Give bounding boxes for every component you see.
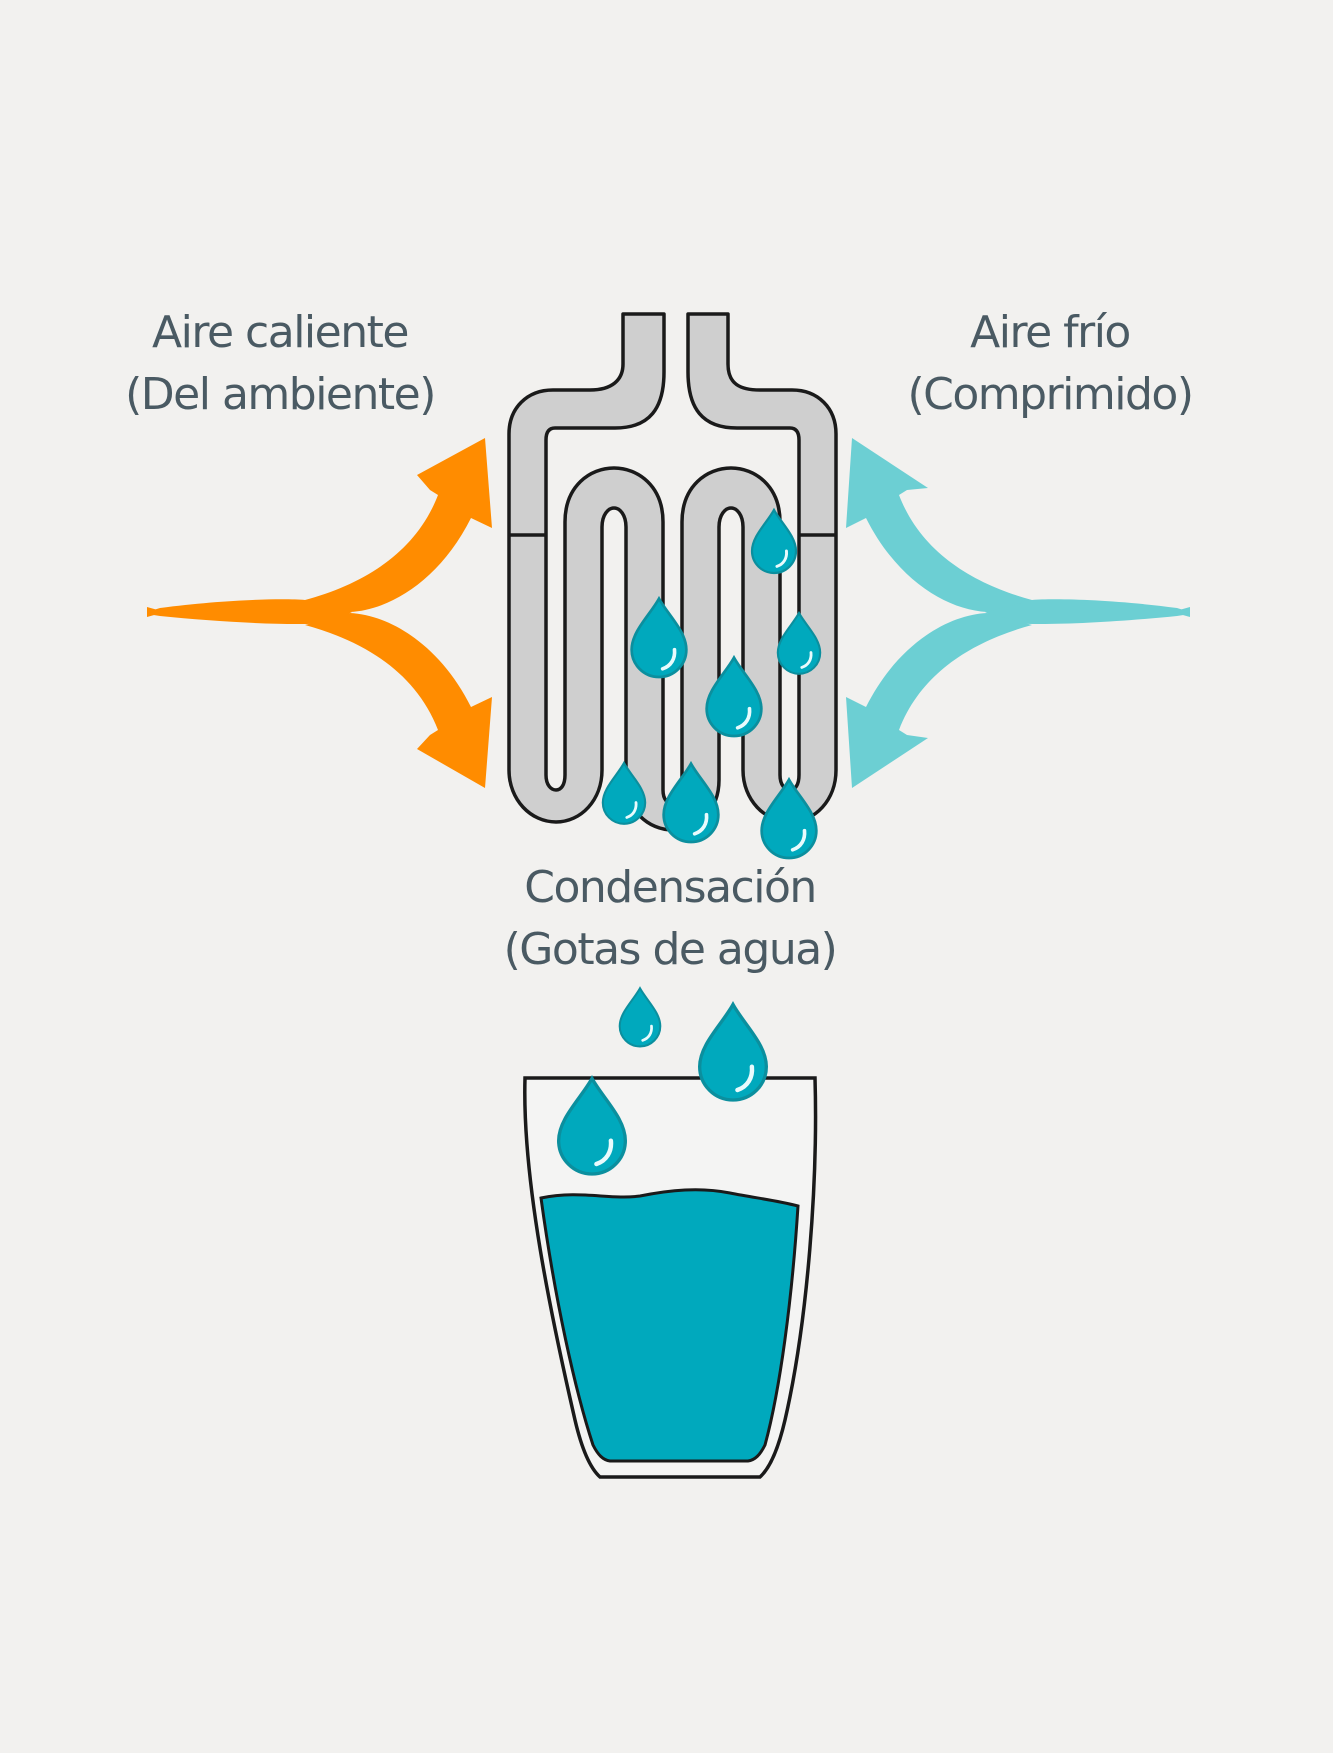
condensation-label: Condensación (Gotas de agua) (470, 857, 870, 981)
cold-air-subtitle: (Comprimido) (907, 369, 1194, 420)
hot-air-label: Aire caliente (Del ambiente) (90, 302, 470, 426)
condensation-subtitle: (Gotas de agua) (503, 924, 838, 975)
cold-air-title: Aire frío (970, 307, 1131, 358)
hot-air-subtitle: (Del ambiente) (125, 369, 436, 420)
water-drop-icon (618, 986, 662, 1048)
hot-air-arrow-icon (147, 438, 492, 788)
condensation-title: Condensación (524, 862, 817, 913)
cold-air-arrow-icon (846, 438, 1190, 788)
cold-air-label: Aire frío (Comprimido) (860, 302, 1240, 426)
water-drop-icon (700, 1004, 767, 1100)
glass-of-water-icon (523, 1076, 818, 1479)
condenser-coil-icon (507, 312, 838, 832)
hot-air-title: Aire caliente (152, 307, 409, 358)
